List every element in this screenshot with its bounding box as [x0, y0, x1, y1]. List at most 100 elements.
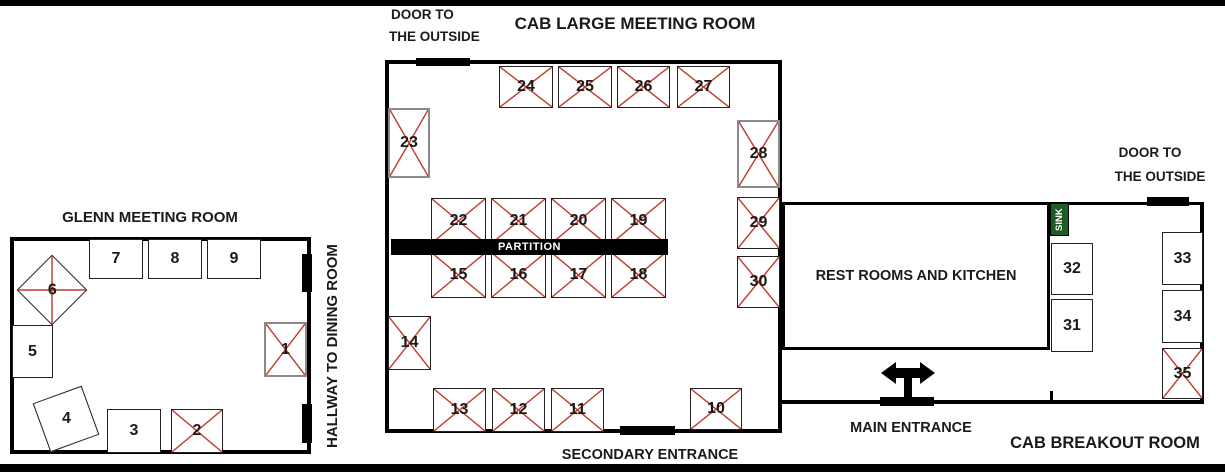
cab-breakout-room-title: CAB BREAKOUT ROOM	[1010, 434, 1200, 452]
table-17: 17	[551, 252, 606, 298]
table-7: 7	[89, 239, 143, 279]
table-29: 29	[737, 197, 780, 249]
restrooms-kitchen-box: REST ROOMS AND KITCHEN	[782, 202, 1050, 350]
table-number: 12	[509, 401, 528, 418]
cab-top-door-marker	[416, 58, 470, 66]
secondary-entrance-door-marker	[620, 426, 675, 435]
table-number: 7	[111, 250, 121, 267]
sink-fixture: SINK	[1050, 203, 1069, 236]
table-number: 21	[509, 212, 528, 229]
table-27: 27	[677, 66, 730, 108]
table-number: 18	[629, 266, 648, 283]
table-33: 33	[1162, 232, 1203, 285]
red-x-icon	[1163, 349, 1202, 398]
table-number: 11	[569, 401, 586, 418]
table-number: 22	[449, 212, 468, 229]
red-x-icon	[390, 110, 428, 176]
table-number: 20	[569, 212, 588, 229]
table-number: 14	[400, 334, 419, 351]
table-5: 5	[12, 325, 53, 378]
red-x-icon	[552, 253, 605, 297]
table-number: 30	[749, 273, 768, 290]
red-x-icon	[678, 67, 729, 107]
table-3: 3	[107, 409, 161, 453]
table-21: 21	[491, 198, 546, 244]
table-23: 23	[388, 108, 430, 178]
table-13: 13	[433, 388, 486, 432]
table-number: 33	[1173, 249, 1192, 267]
glenn-room-title: GLENN MEETING ROOM	[62, 209, 238, 226]
red-x-icon	[492, 199, 545, 243]
door-outside-right-label-line2: THE OUTSIDE	[1114, 169, 1206, 184]
door-outside-right-label-line1: DOOR TO	[1118, 145, 1182, 160]
table-35: 35	[1162, 348, 1203, 399]
breakout-door-marker	[1147, 197, 1189, 206]
table-25: 25	[558, 66, 612, 108]
table-12: 12	[492, 388, 545, 432]
table-14: 14	[388, 316, 431, 370]
door-outside-left-label-line2: THE OUTSIDE	[389, 29, 480, 44]
red-x-icon	[691, 389, 741, 429]
door-outside-left-label-line1: DOOR TO	[391, 7, 454, 22]
red-x-icon	[552, 199, 605, 243]
table-number: 31	[1063, 316, 1081, 334]
table-34: 34	[1162, 290, 1203, 343]
red-x-icon	[266, 324, 305, 375]
two-way-direction-arrow-icon	[879, 360, 937, 398]
red-x-icon	[552, 389, 603, 431]
main-entrance-door-marker	[880, 397, 934, 406]
table-30: 30	[737, 256, 780, 308]
red-x-icon	[493, 389, 544, 431]
red-x-icon	[738, 257, 779, 307]
partition-label: PARTITION	[498, 241, 561, 253]
table-number: 35	[1173, 364, 1192, 382]
table-9: 9	[207, 239, 261, 279]
table-1: 1	[264, 322, 307, 377]
red-x-icon	[612, 199, 665, 243]
red-x-icon	[618, 67, 669, 107]
restrooms-kitchen-label: REST ROOMS AND KITCHEN	[815, 268, 1017, 284]
table-number: 16	[509, 266, 528, 283]
red-x-icon	[432, 199, 485, 243]
table-26: 26	[617, 66, 670, 108]
partition-bar: PARTITION	[391, 239, 668, 255]
table-number: 8	[170, 250, 180, 267]
table-number: 24	[517, 78, 535, 95]
table-number: 23	[400, 134, 418, 151]
top-border-bar	[0, 0, 1225, 6]
red-x-icon	[738, 198, 779, 248]
table-32: 32	[1051, 243, 1093, 295]
red-x-icon	[434, 389, 485, 431]
table-number: 13	[450, 401, 469, 418]
table-number: 1	[281, 340, 290, 358]
table-number: 29	[749, 214, 768, 231]
table-11: 11	[551, 388, 604, 432]
table-19: 19	[611, 198, 666, 244]
table-number: 26	[634, 78, 653, 95]
bottom-border-bar	[0, 464, 1225, 472]
table-number: 3	[129, 422, 139, 439]
main-entrance-label: MAIN ENTRANCE	[850, 420, 972, 436]
table-number: 5	[28, 342, 37, 360]
red-x-icon	[559, 67, 611, 107]
red-x-icon	[500, 67, 552, 107]
hallway-label: HALLWAY TO DINING ROOM	[324, 244, 341, 448]
table-number: 4	[61, 410, 71, 427]
table-number: 34	[1173, 307, 1192, 325]
table-number: 25	[576, 78, 594, 95]
glenn-door-marker-upper	[302, 254, 312, 292]
secondary-entrance-label: SECONDARY ENTRANCE	[561, 447, 739, 463]
table-10: 10	[690, 388, 742, 430]
table-31: 31	[1051, 299, 1093, 352]
table-number: 32	[1063, 260, 1081, 277]
red-x-icon	[612, 253, 665, 297]
breakout-left-wall-stub	[1050, 391, 1053, 402]
glenn-door-marker-lower	[302, 404, 312, 443]
red-x-icon	[492, 253, 545, 297]
red-x-icon	[389, 317, 430, 369]
table-8: 8	[148, 239, 202, 279]
corridor-bottom-wall	[782, 400, 1204, 404]
sink-label: SINK	[1054, 208, 1065, 231]
table-number: 19	[629, 212, 648, 229]
